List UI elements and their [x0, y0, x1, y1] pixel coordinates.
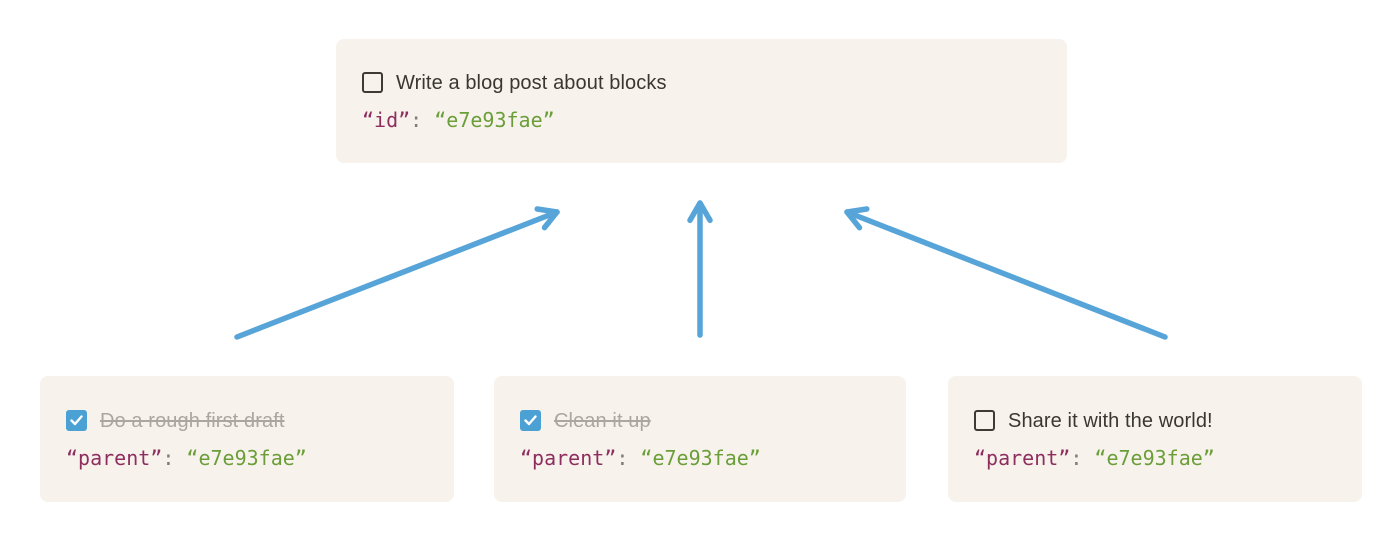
task-label: Share it with the world! — [1008, 409, 1213, 432]
block-id-code: “id”: “e7e93fae” — [362, 108, 1041, 132]
task-label: Clean it up — [554, 409, 651, 432]
block-parent-code: “parent”: “e7e93fae” — [66, 446, 428, 470]
task-label: Write a blog post about blocks — [396, 71, 667, 94]
checkmark-icon — [70, 415, 83, 426]
child-task-card-share: Share it with the world! “parent”: “e7e9… — [948, 376, 1362, 502]
arrow-draft-to-parent — [234, 206, 560, 340]
child-task-card-draft: Do a rough first draft “parent”: “e7e93f… — [40, 376, 454, 502]
task-checkbox[interactable] — [66, 410, 87, 431]
task-label: Do a rough first draft — [100, 409, 285, 432]
task-row: Do a rough first draft — [66, 409, 428, 433]
code-key: “parent” — [974, 445, 1071, 470]
code-key: “parent” — [520, 445, 617, 470]
block-parent-code: “parent”: “e7e93fae” — [520, 446, 880, 470]
code-key: “id” — [362, 107, 411, 132]
code-key: “parent” — [66, 445, 163, 470]
code-separator: : — [410, 107, 435, 132]
task-row: Write a blog post about blocks — [362, 71, 1041, 95]
code-value: “e7e93fae” — [640, 445, 761, 470]
task-checkbox[interactable] — [362, 72, 383, 93]
checkmark-icon — [524, 415, 537, 426]
code-separator: : — [1070, 445, 1095, 470]
code-separator: : — [162, 445, 187, 470]
task-row: Share it with the world! — [974, 409, 1336, 433]
child-task-card-cleanup: Clean it up “parent”: “e7e93fae” — [494, 376, 906, 502]
code-value: “e7e93fae” — [186, 445, 307, 470]
arrow-share-to-parent — [844, 206, 1168, 340]
task-checkbox[interactable] — [974, 410, 995, 431]
code-separator: : — [616, 445, 641, 470]
task-row: Clean it up — [520, 409, 880, 433]
code-value: “e7e93fae” — [434, 107, 555, 132]
block-parent-code: “parent”: “e7e93fae” — [974, 446, 1336, 470]
arrow-cleanup-to-parent — [687, 200, 713, 338]
task-checkbox[interactable] — [520, 410, 541, 431]
parent-task-card: Write a blog post about blocks “id”: “e7… — [336, 39, 1067, 163]
code-value: “e7e93fae” — [1094, 445, 1215, 470]
